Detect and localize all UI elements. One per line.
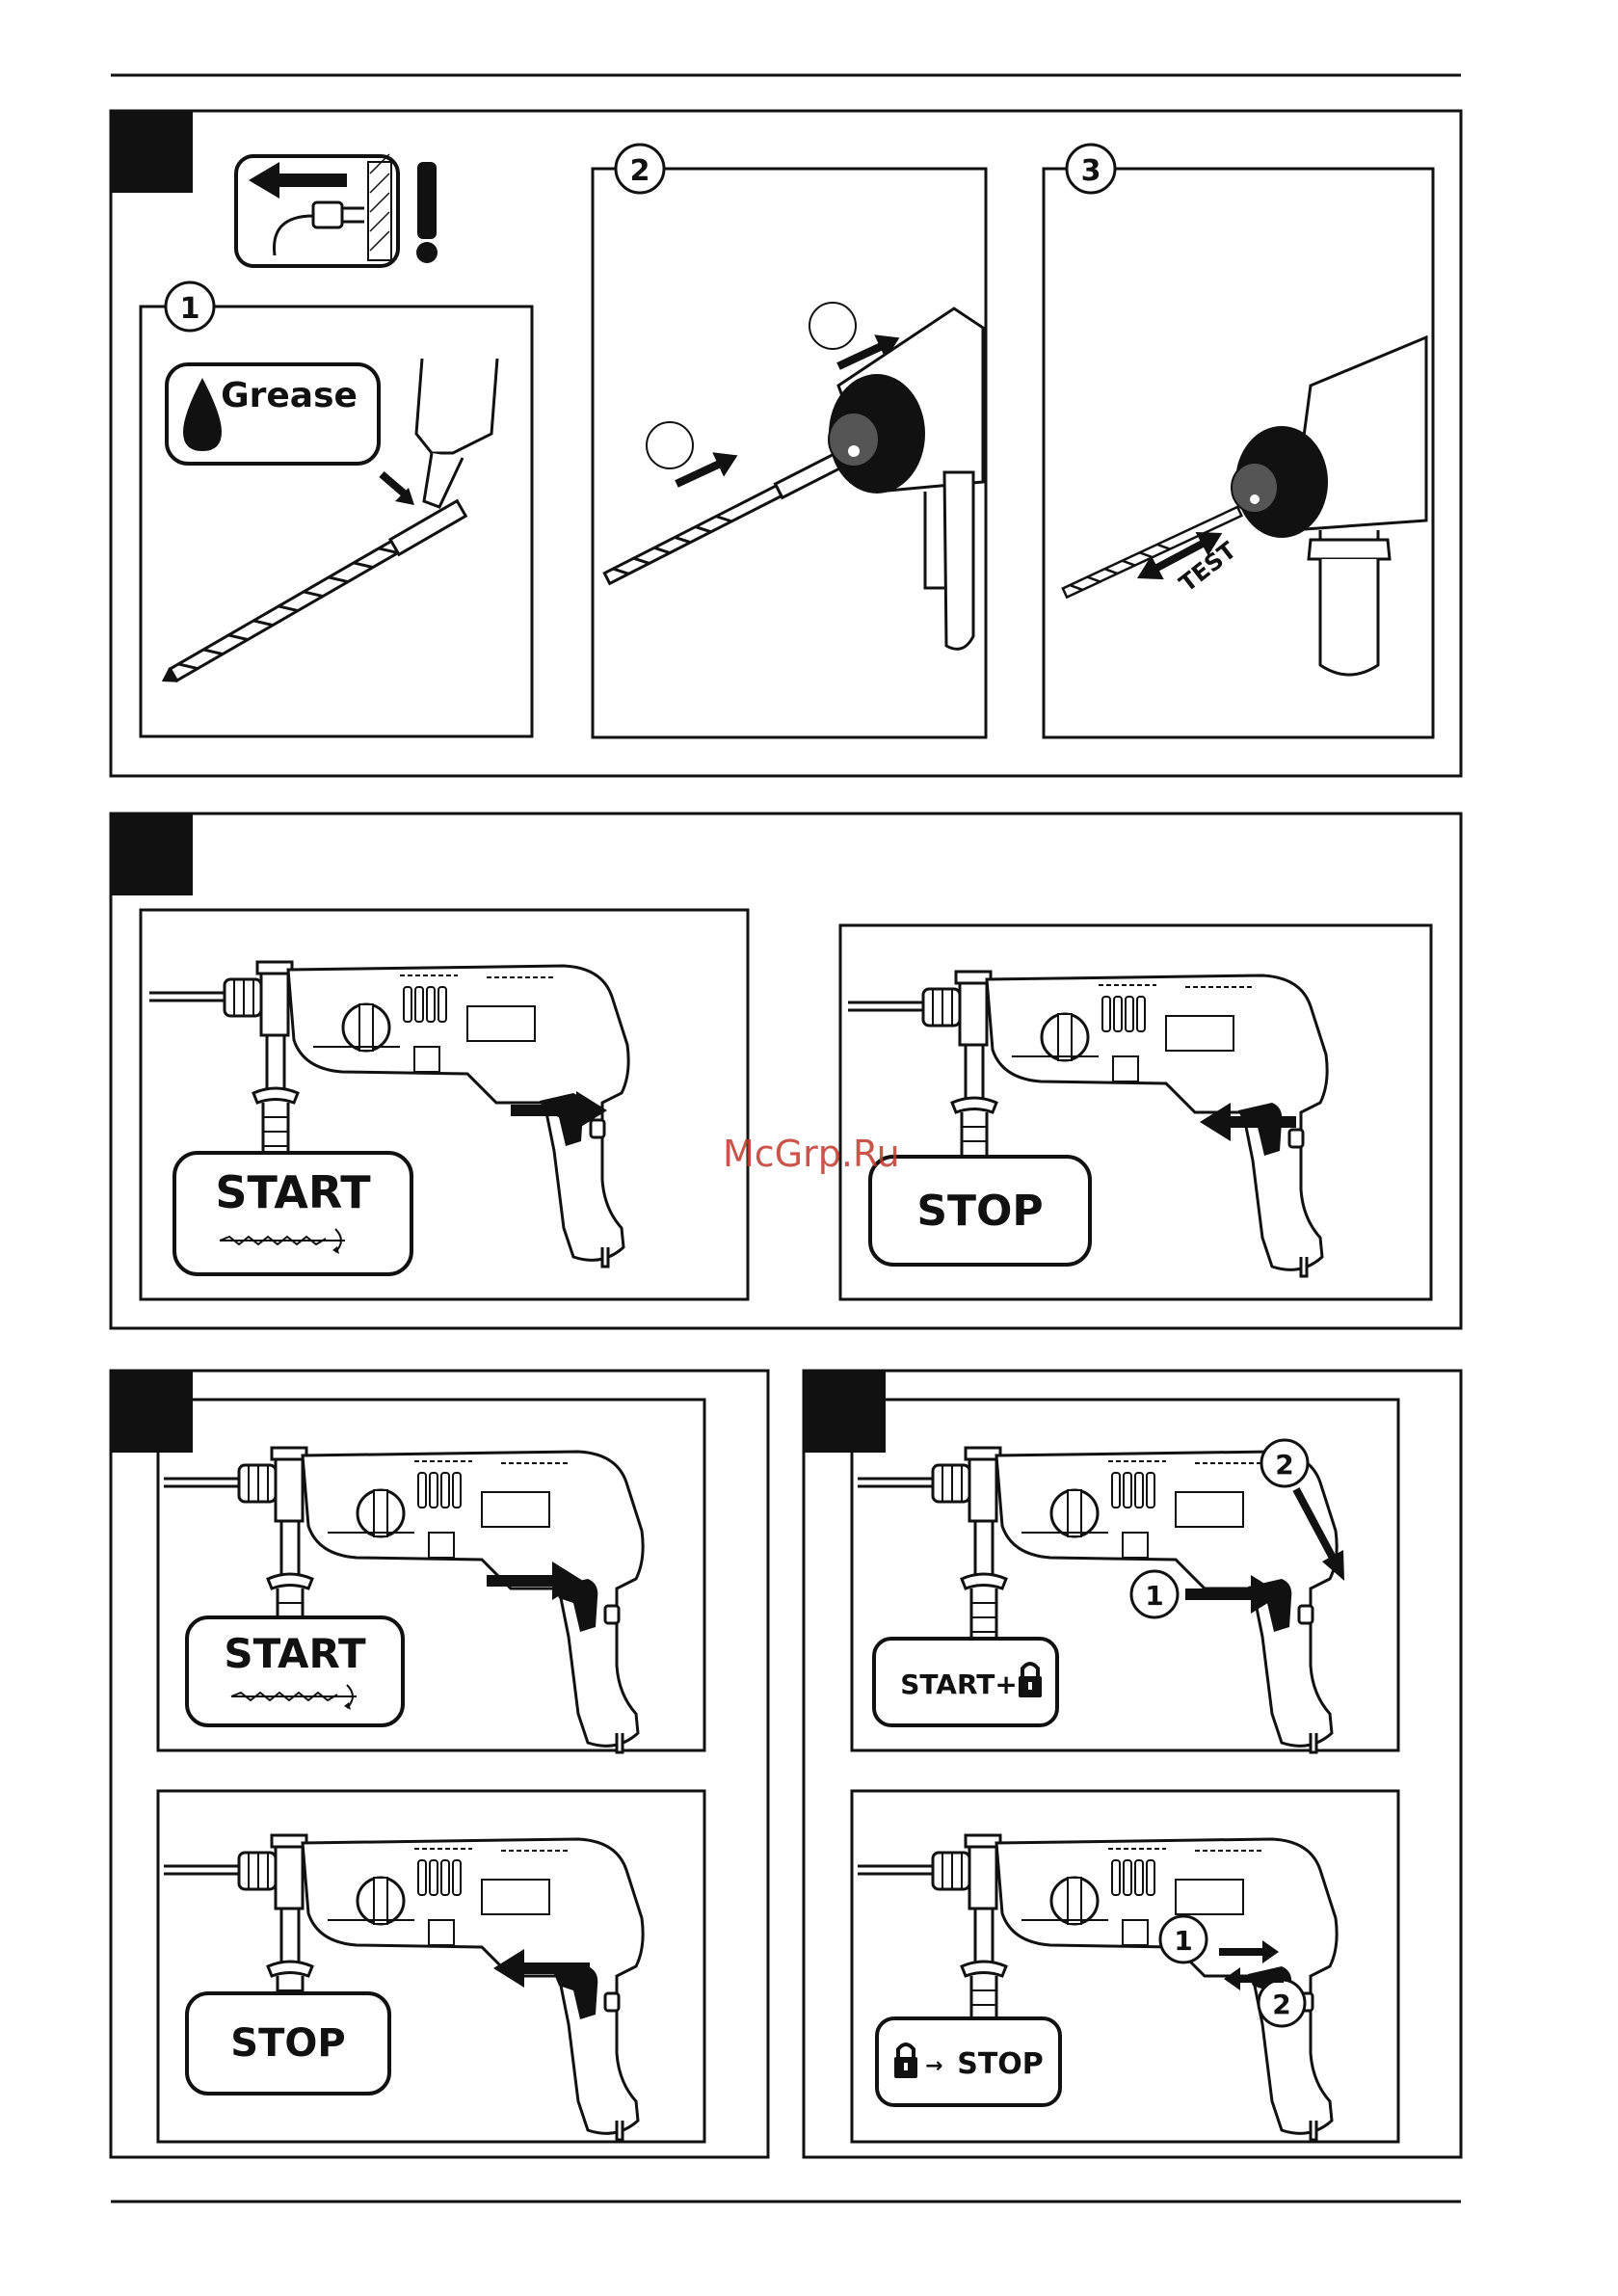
step-2-panel: 2 [593,145,986,737]
section-c-tab [111,1371,193,1453]
section-c: START STOP [111,1371,768,2157]
stop-label: STOP [916,1187,1043,1236]
step-2-sub-circle-a [809,303,856,349]
step-2-number: 2 [630,154,650,188]
section-b: START STOP McGrp.Ru [111,814,1461,1328]
start-label: START [215,1166,371,1218]
unplug-warning-icon [236,154,438,266]
unlock-arrow: → [925,2054,942,2078]
unlock-stop-step-1: 1 [1174,1925,1192,1957]
section-b-tab [111,814,193,895]
step-1-panel: 1 Grease [141,282,532,736]
step-1-number: 1 [180,292,200,326]
section-c-start-panel: START [158,1400,704,1752]
section-c-start-label: START [224,1630,366,1677]
unlock-stop-label: STOP [957,2047,1044,2081]
stop-panel: STOP [840,925,1431,1299]
section-a-tab [111,111,193,193]
step-3-number: 3 [1081,154,1101,188]
lock-start-label: START+ [900,1669,1018,1700]
unlock-stop-step-2: 2 [1272,1989,1290,2020]
step-2-sub-circle-b [647,422,693,468]
lock-start-panel: 1 2 START+ [852,1400,1398,1752]
grease-label: Grease [221,376,358,415]
section-d-tab [804,1371,886,1453]
section-c-stop-label: STOP [230,2021,345,2066]
section-d: 1 2 START+ 1 2 → STOP [804,1371,1461,2157]
lock-start-step-1: 1 [1145,1580,1163,1612]
start-panel: START [141,910,748,1299]
unlock-stop-panel: 1 2 → STOP [852,1791,1398,2142]
section-a: 1 Grease 2 [111,111,1461,776]
lock-start-step-2: 2 [1275,1449,1293,1481]
step-3-panel: 3 TEST [1044,145,1433,737]
section-c-stop-panel: STOP [158,1791,704,2142]
watermark: McGrp.Ru [723,1133,900,1175]
